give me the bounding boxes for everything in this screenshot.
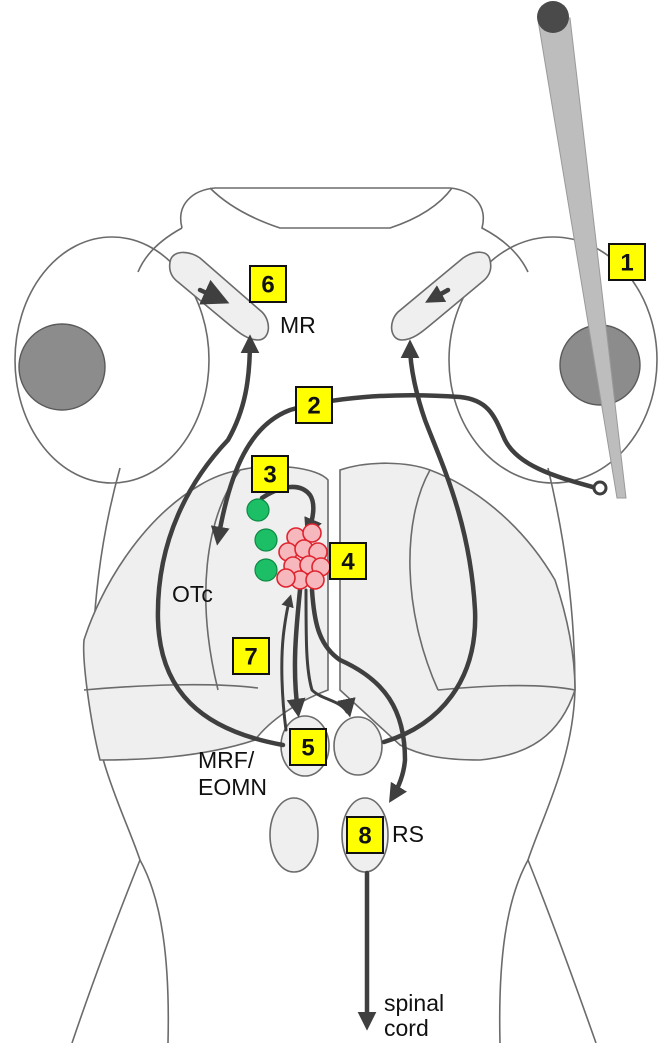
step-badge-3: 3: [251, 455, 289, 493]
step-badge-5: 5: [289, 728, 327, 766]
svg-text:7: 7: [244, 644, 257, 671]
label-eomn: EOMN: [198, 774, 267, 800]
svg-text:3: 3: [263, 462, 276, 489]
label-rs: RS: [392, 821, 424, 847]
pathway-arrows: [155, 279, 608, 1031]
label-otc: OTc: [172, 581, 213, 607]
step-badge-4: 4: [329, 542, 367, 580]
label-spinal: spinal: [384, 990, 444, 1016]
label-cord: cord: [384, 1015, 429, 1041]
step-badge-1: 1: [608, 243, 646, 281]
rs-nucleus-left: [269, 797, 319, 873]
svg-text:4: 4: [341, 549, 355, 576]
svg-text:6: 6: [261, 272, 274, 299]
label-mr: MR: [280, 312, 316, 338]
step-badge-6: 6: [249, 265, 287, 303]
green-cells: [246, 498, 278, 582]
right-tectum: [339, 462, 576, 761]
step-badge-8: 8: [346, 816, 384, 854]
left-eye: [14, 236, 210, 484]
step-badge-2: 2: [295, 386, 333, 424]
step-badge-7: 7: [232, 637, 270, 675]
mrf-eomn-nucleus-right: [333, 716, 383, 776]
red-cell-cluster: [276, 523, 331, 590]
stimulation-electrode: [537, 1, 627, 499]
svg-text:8: 8: [358, 823, 371, 850]
svg-text:5: 5: [301, 735, 314, 762]
label-mrf: MRF/: [198, 747, 255, 773]
svg-text:1: 1: [620, 250, 633, 277]
svg-text:2: 2: [307, 393, 320, 420]
